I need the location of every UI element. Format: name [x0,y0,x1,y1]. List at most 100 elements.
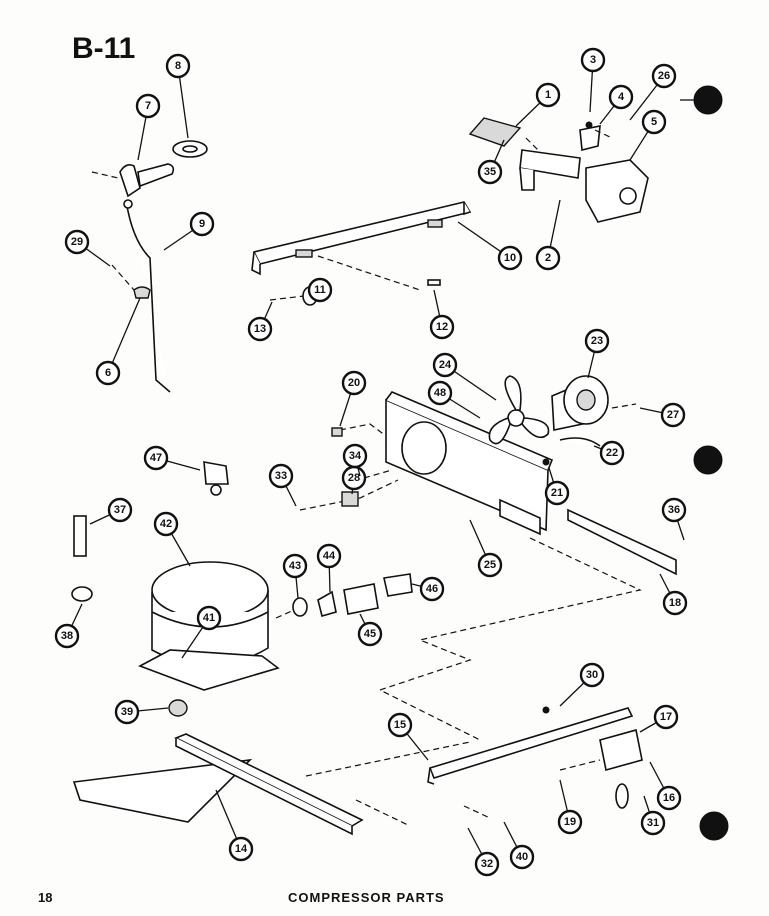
callout-label: 41 [203,612,215,624]
callout-circle [341,370,367,396]
callout-circle [228,836,254,862]
callout-circle [474,851,500,877]
callout-label: 47 [150,452,162,464]
callout-11: 11 [307,277,333,303]
callout-32: 32 [474,851,500,877]
footer-title: COMPRESSOR PARTS [288,890,445,905]
callout-14: 14 [228,836,254,862]
rod-assembly [119,140,208,393]
callout-2: 2 [535,245,561,271]
callout-33: 33 [268,463,294,489]
callout-39: 39 [114,699,140,725]
callout-circle [477,552,503,578]
base-assembly [72,733,364,836]
callout-label: 48 [434,387,446,399]
spacer-part [341,491,359,507]
callout-label: 22 [606,447,618,459]
callout-label: 42 [160,518,172,530]
callout-10: 10 [497,245,523,271]
callout-26: 26 [651,63,677,89]
registration-mark [693,445,723,475]
callout-label: 44 [323,550,336,562]
callout-12: 12 [429,314,455,340]
screw-part [331,427,343,437]
valve-cover [343,583,379,615]
terminal-part [203,461,229,485]
callout-7: 7 [135,93,161,119]
callout-46: 46 [419,576,445,602]
callout-8: 8 [165,53,191,79]
callout-circle [579,662,605,688]
callout-circle [660,402,686,428]
callout-label: 27 [667,409,679,421]
callout-6: 6 [95,360,121,386]
callout-37: 37 [107,497,133,523]
tube-part [73,515,87,557]
callout-28: 28 [341,465,367,491]
callout-label: 5 [651,116,657,128]
fan-blade [488,375,550,445]
callout-18: 18 [662,590,688,616]
callout-circle [640,810,666,836]
callout-label: 6 [105,367,111,379]
fan-motor [551,375,609,447]
callout-label: 17 [660,711,672,723]
callout-label: 26 [658,70,670,82]
clip-part [427,279,441,286]
callout-label: 16 [663,792,675,804]
callout-label: 23 [591,335,603,347]
callout-label: 31 [647,817,659,829]
callout-circle [387,712,413,738]
callout-label: 3 [590,54,596,66]
callout-19: 19 [557,809,583,835]
callout-circle [432,352,458,378]
mounting-rail [251,201,472,276]
callout-43: 43 [282,553,308,579]
side-rail [427,706,643,809]
callout-label: 4 [618,91,625,103]
callout-circle [64,229,90,255]
callout-label: 46 [426,583,438,595]
callout-circle [189,211,215,237]
callout-9: 9 [189,211,215,237]
callout-5: 5 [641,109,667,135]
callout-circle [427,380,453,406]
grommet-part [168,699,188,717]
valve-cap [292,597,308,617]
callout-label: 39 [121,706,133,718]
callout-27: 27 [660,402,686,428]
callout-circle [135,93,161,119]
callout-38: 38 [54,623,80,649]
callout-13: 13 [247,316,273,342]
callout-15: 15 [387,712,413,738]
callout-circle [557,809,583,835]
callout-circle [641,109,667,135]
callout-label: 28 [348,472,360,484]
callout-label: 14 [235,843,248,855]
callout-36: 36 [661,497,687,523]
callout-circle [196,605,222,631]
callout-30: 30 [579,662,605,688]
callout-circle [535,245,561,271]
callout-layer: 1234567891011121314151617181920212223242… [54,47,688,877]
registration-mark [699,811,729,841]
valve-clip [383,573,413,597]
callout-leader-6 [107,297,141,374]
callout-circle [651,63,677,89]
callout-circle [342,443,368,469]
callout-circle [653,704,679,730]
callout-label: 24 [439,359,452,371]
callout-circle [153,511,179,537]
page-number: 18 [38,890,52,905]
callout-circle [497,245,523,271]
callout-circle [54,623,80,649]
registration-mark [693,85,723,115]
callout-label: 18 [669,597,681,609]
callout-circle [95,360,121,386]
callout-label: 33 [275,470,287,482]
callout-42: 42 [153,511,179,537]
callout-circle [107,497,133,523]
callout-25: 25 [477,552,503,578]
callout-label: 10 [504,252,516,264]
